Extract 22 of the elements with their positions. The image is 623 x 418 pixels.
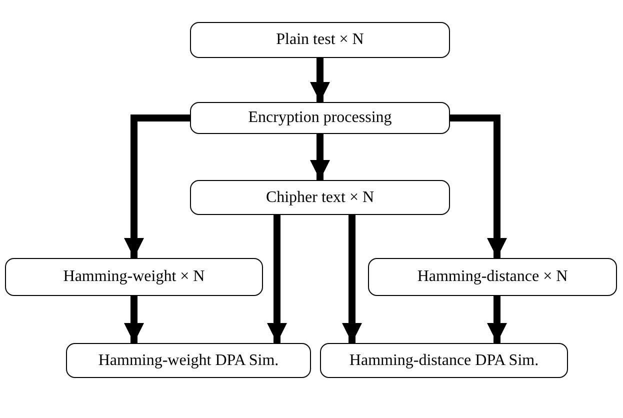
arrow <box>124 114 190 258</box>
box-label: Hamming-weight DPA Sim. <box>98 352 279 370</box>
process-box <box>190 102 450 134</box>
box-label: Plain test × N <box>276 31 364 49</box>
process-box <box>66 343 311 378</box>
arrow <box>124 296 144 343</box>
process-box <box>368 258 617 296</box>
arrow <box>310 58 330 102</box>
arrow <box>450 114 507 258</box>
process-box <box>320 343 568 378</box>
process-box <box>5 258 263 296</box>
process-box <box>190 180 450 215</box>
box-label: Chipher text × N <box>266 188 374 206</box>
arrow <box>487 296 507 343</box>
process-box <box>190 22 450 58</box>
box-label: Encryption processing <box>248 109 392 127</box>
box-label: Hamming-weight × N <box>63 268 205 286</box>
box-label: Hamming-distance DPA Sim. <box>349 352 539 370</box>
arrow <box>267 215 287 343</box>
box-label: Hamming-distance × N <box>417 268 568 286</box>
arrow <box>342 215 362 343</box>
arrow <box>310 134 330 180</box>
